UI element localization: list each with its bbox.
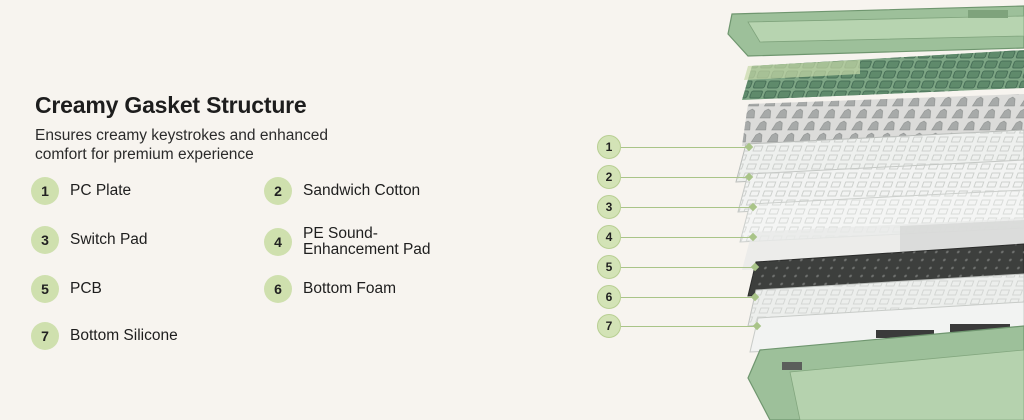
callout-number-badge: 7 [597,314,621,338]
legend-number-badge: 1 [31,177,59,205]
legend-item-bottom-silicone: 7 Bottom Silicone [31,322,178,350]
callout-marker [744,172,754,182]
callout-number-badge: 4 [597,225,621,249]
legend-number-badge: 7 [31,322,59,350]
callout-marker [752,321,762,331]
callout-number-badge: 6 [597,285,621,309]
legend-label: Bottom Silicone [70,327,178,344]
callout-number-badge: 3 [597,195,621,219]
callout-3: 3 [597,195,758,219]
legend-number-badge: 3 [31,226,59,254]
legend-label: PC Plate [70,182,132,199]
callout-6: 6 [597,285,760,309]
top-case [727,5,1024,57]
callout-leader-line [621,146,749,148]
legend-label: Bottom Foam [303,280,397,297]
callout-5: 5 [597,255,760,279]
page-subtitle: Ensures creamy keystrokes and enhanced c… [35,127,328,163]
callout-4: 4 [597,225,758,249]
legend-number-badge: 4 [264,228,292,256]
legend-label: Sandwich Cotton [303,182,421,199]
switches-layer [742,94,1024,146]
callout-marker [748,202,758,212]
callout-leader-line [621,325,757,327]
callout-marker [750,292,760,302]
callout-number-badge: 5 [597,255,621,279]
keycaps-layer [742,50,1024,100]
legend-item-sandwich-cotton: 2 Sandwich Cotton [264,177,420,205]
legend-number-badge: 6 [264,275,292,303]
callout-leader-line [621,236,753,238]
callout-leader-line [621,266,755,268]
legend-number-badge: 2 [264,177,292,205]
callout-leader-line [621,176,749,178]
callout-number-badge: 1 [597,135,621,159]
callout-1: 1 [597,135,754,159]
page-title: Creamy Gasket Structure [35,92,307,118]
callout-7: 7 [597,314,762,338]
legend-label: PCB [70,280,102,297]
legend-item-bottom-foam: 6 Bottom Foam [264,275,396,303]
callout-leader-line [621,206,753,208]
legend-item-pc-plate: 1 PC Plate [31,177,131,205]
legend-label: PE Sound-Enhancement Pad [303,225,431,258]
legend-item-pcb: 5 PCB [31,275,102,303]
legend-item-pe-sound-pad: 4 PE Sound-Enhancement Pad [264,226,453,258]
callout-marker [750,262,760,272]
callout-marker [748,232,758,242]
callout-number-badge: 2 [597,165,621,189]
legend-number-badge: 5 [31,275,59,303]
legend-item-switch-pad: 3 Switch Pad [31,226,148,254]
bottom-case [747,325,1024,420]
callout-marker [744,142,754,152]
callout-leader-line [621,296,755,298]
callout-2: 2 [597,165,754,189]
legend-label: Switch Pad [70,231,148,248]
